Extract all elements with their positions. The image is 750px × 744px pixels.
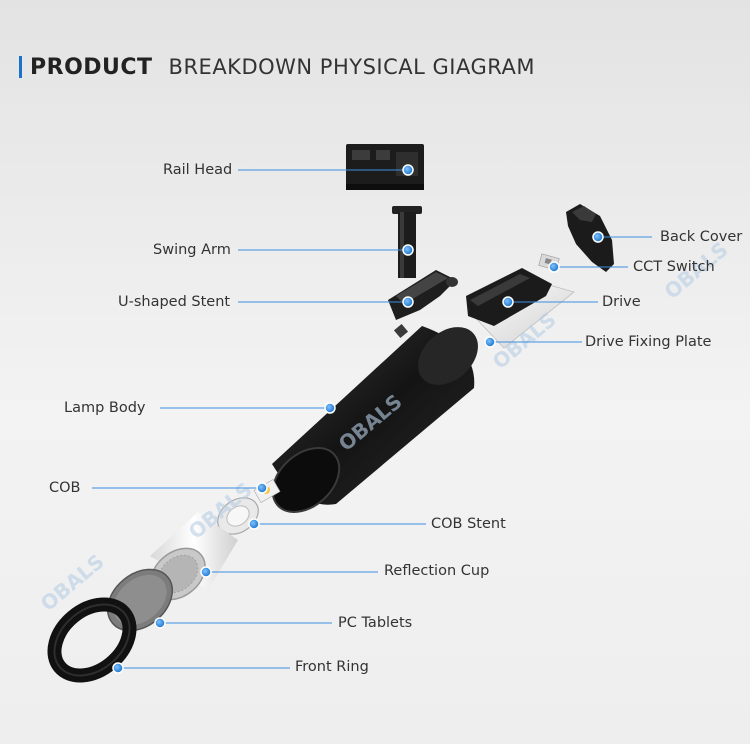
callout-dot [402, 164, 414, 176]
callout-dot [324, 402, 336, 414]
label-cct-switch: CCT Switch [633, 259, 715, 275]
leader-lines [92, 169, 652, 669]
label-lamp-body: Lamp Body [64, 400, 146, 416]
callout-dot [112, 662, 124, 674]
callout-dot [402, 296, 414, 308]
lamp-body-part [271, 323, 478, 513]
label-cob: COB [49, 480, 81, 496]
back-cover-part [566, 204, 614, 272]
title-rest: BREAKDOWN PHYSICAL GIAGRAM [168, 55, 535, 79]
callout-dots [112, 164, 604, 674]
label-u-shaped-stent: U-shaped Stent [118, 294, 231, 310]
label-swing-arm: Swing Arm [153, 242, 231, 258]
callout-dot [402, 244, 414, 256]
callout-dot [484, 336, 496, 348]
label-cob-stent: COB Stent [431, 516, 506, 532]
title-bold: PRODUCT [30, 54, 153, 80]
callout-dot [154, 617, 166, 629]
callout-dot [256, 482, 268, 494]
label-drive-fixing-plate: Drive Fixing Plate [585, 334, 712, 350]
callout-dot [248, 518, 260, 530]
callout-dot [592, 231, 604, 243]
page-title: PRODUCT BREAKDOWN PHYSICAL GIAGRAM [19, 54, 535, 80]
swing-arm-part [392, 206, 422, 278]
callout-dot [200, 566, 212, 578]
callout-dot [502, 296, 514, 308]
label-back-cover: Back Cover [660, 229, 743, 245]
front-ring-part [47, 597, 137, 683]
label-front-ring: Front Ring [295, 659, 369, 675]
label-drive: Drive [602, 294, 641, 310]
label-pc-tablets: PC Tablets [338, 615, 413, 631]
cob-stent-part [217, 497, 259, 535]
label-reflection-cup: Reflection Cup [384, 563, 490, 579]
u-shaped-stent-part [388, 270, 458, 320]
label-rail-head: Rail Head [163, 162, 233, 178]
callout-dot [548, 261, 560, 273]
